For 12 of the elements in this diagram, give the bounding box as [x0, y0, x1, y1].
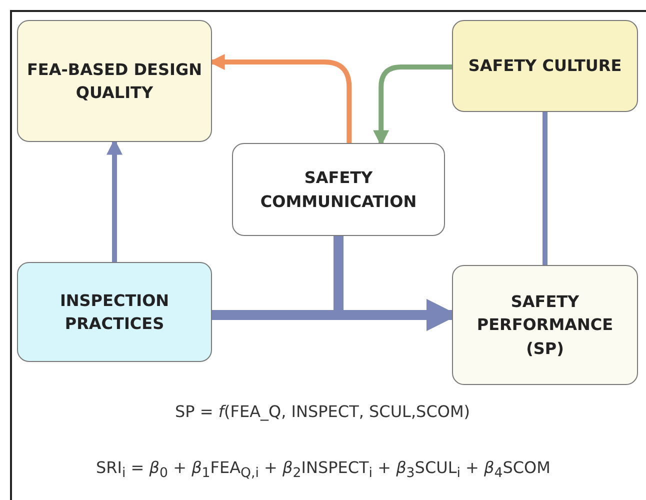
box-label: SAFETY CULTURE	[467, 55, 623, 78]
concept-box	[452, 20, 638, 112]
concept-box	[17, 20, 212, 142]
box-label: INSPECTION PRACTICES	[58, 290, 170, 335]
box-label: SAFETY PERFORMANCE (SP)	[476, 291, 614, 360]
equation: SP = f(FEA_Q, INSPECT, SCUL,SCOM)	[175, 402, 470, 421]
concept-box	[17, 262, 212, 362]
equation: SRI$_{i}$ = β$_{0}$ + β$_{1}$FEA$_{Q,i}$ + β$_{2}$INSPECT$_{i}$ + β$_{3}$SCUL$_{i}$ + β$_{4}$SCOM	[96, 458, 550, 482]
box-label: FEA-BASED DESIGN QUALITY	[26, 58, 203, 104]
concept-box	[452, 265, 638, 385]
concept-box	[232, 143, 445, 236]
box-label: SAFETY COMMUNICATION	[259, 167, 418, 212]
